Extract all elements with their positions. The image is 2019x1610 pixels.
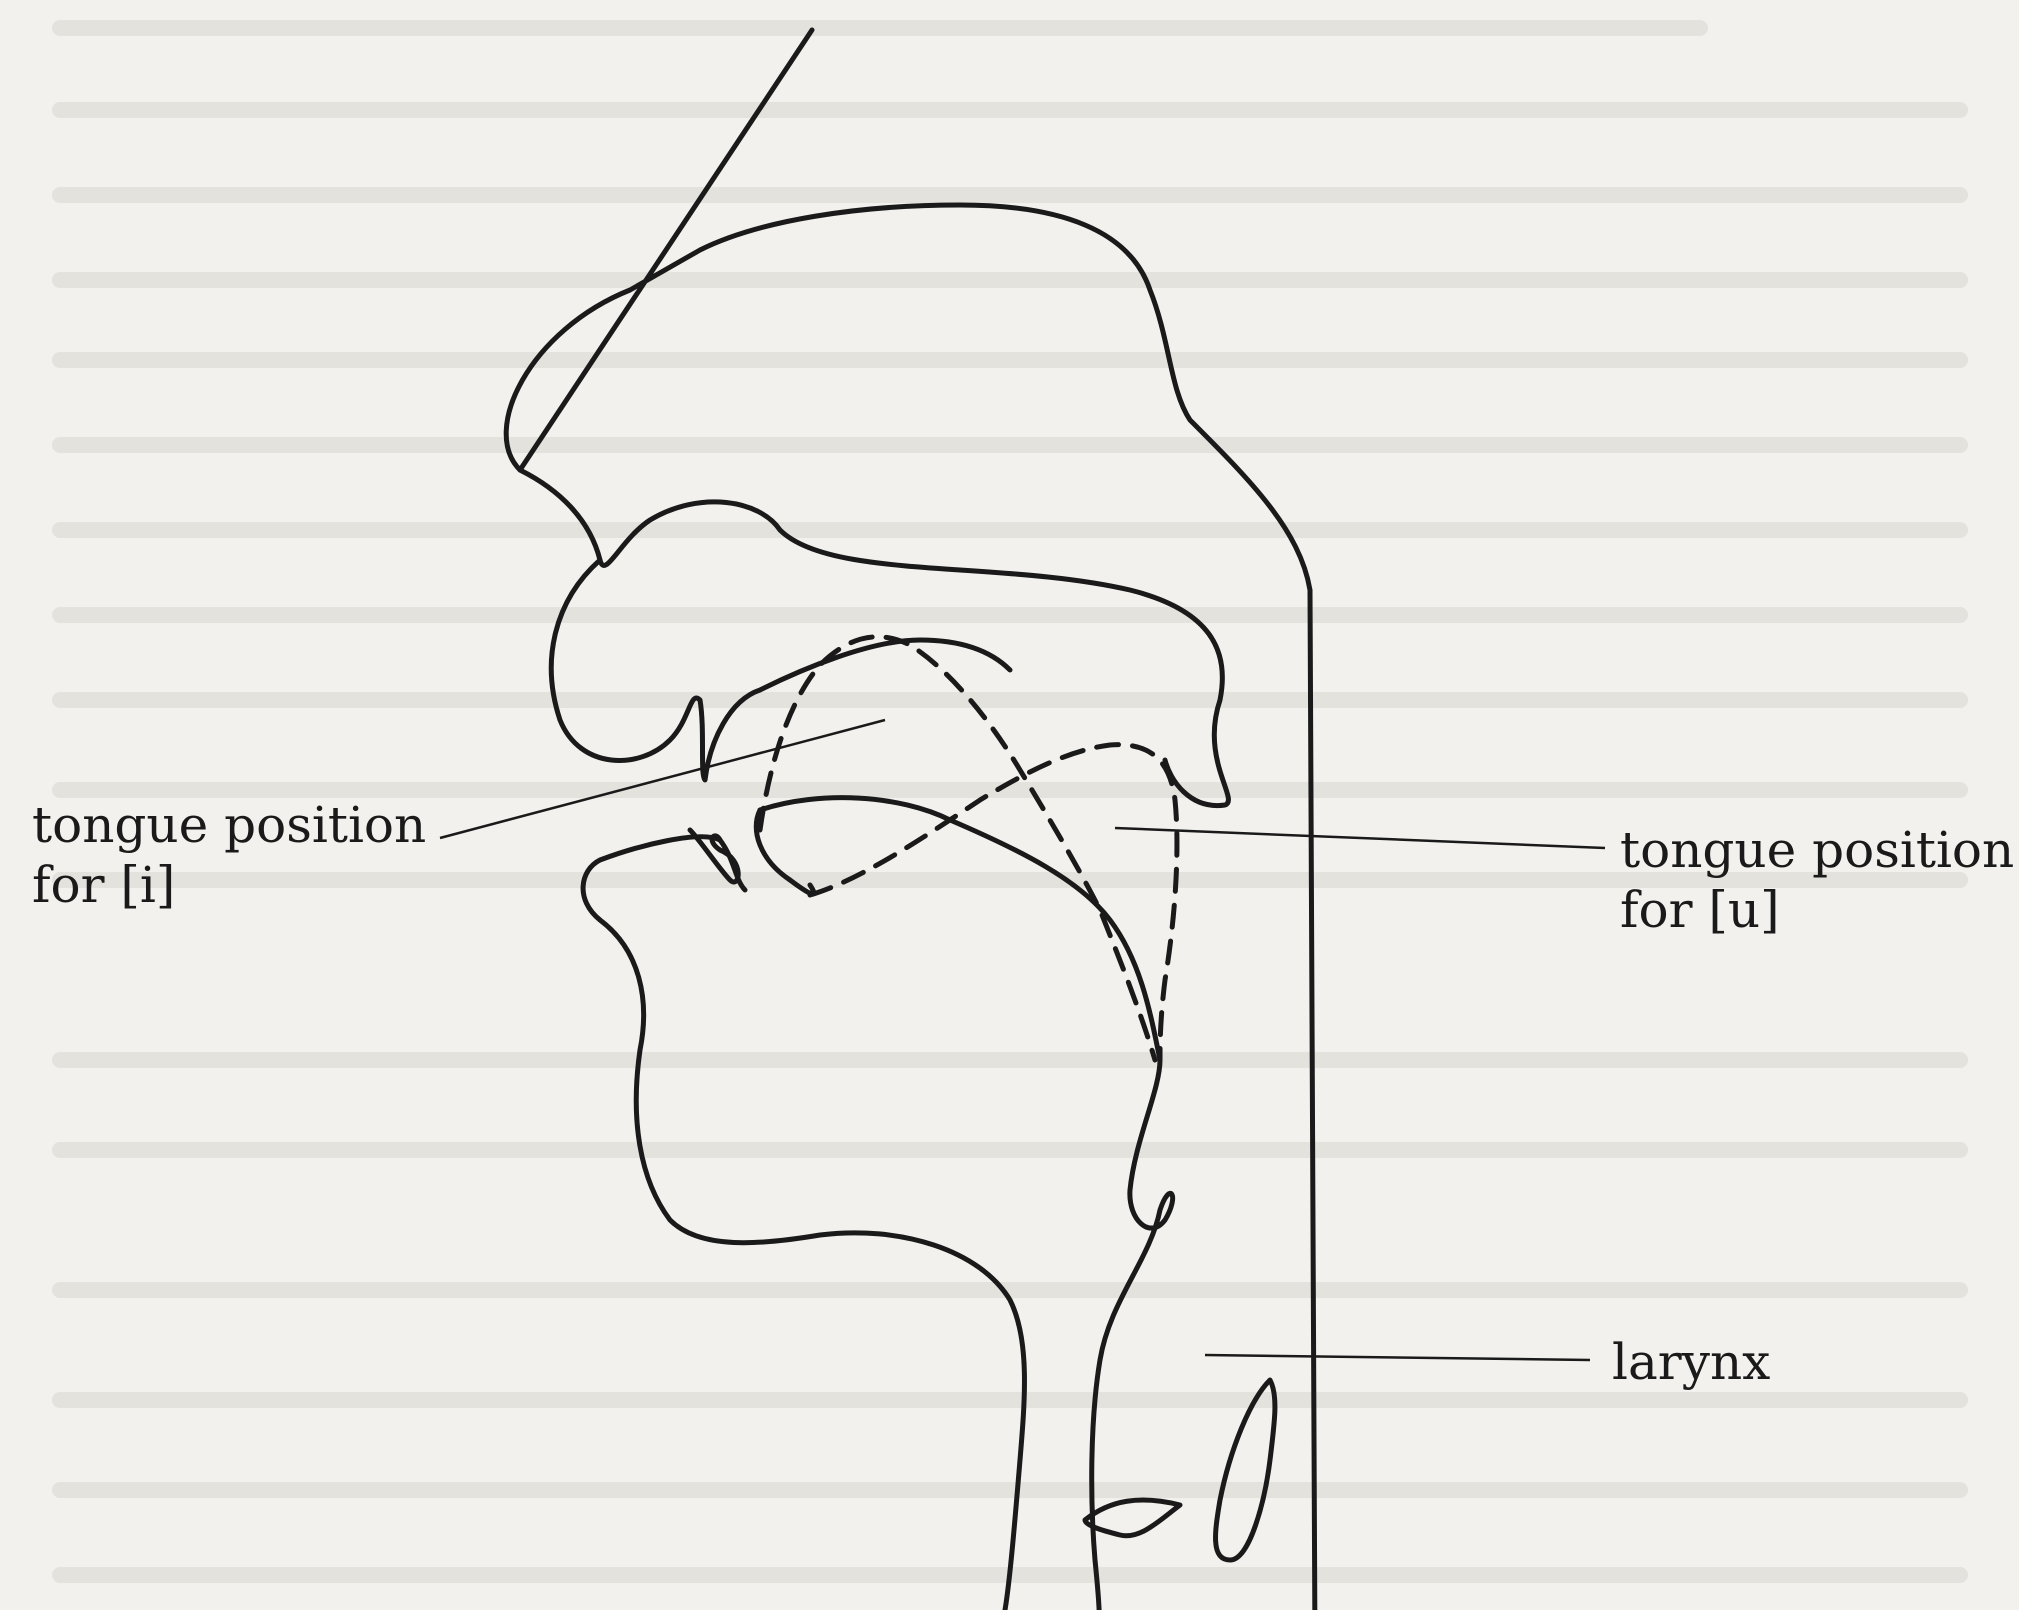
leader-line-larynx bbox=[1205, 1355, 1590, 1360]
nasal-cavity-outline bbox=[506, 30, 1315, 1610]
label-tongue-position-u: tongue position for [u] bbox=[1620, 820, 2014, 940]
label-tongue-position-i: tongue position for [i] bbox=[32, 795, 426, 915]
label-tongue-position-i-line2: for [i] bbox=[32, 855, 426, 915]
label-tongue-position-u-line2: for [u] bbox=[1620, 880, 2014, 940]
label-larynx-text: larynx bbox=[1612, 1332, 1770, 1392]
leader-line-tongue-u bbox=[1115, 828, 1605, 848]
leader-line-tongue-i bbox=[440, 720, 885, 838]
label-tongue-position-u-line1: tongue position bbox=[1620, 820, 2014, 880]
label-larynx: larynx bbox=[1612, 1332, 1770, 1392]
label-tongue-position-i-line1: tongue position bbox=[32, 795, 426, 855]
vocal-folds-outline bbox=[1085, 1500, 1180, 1536]
